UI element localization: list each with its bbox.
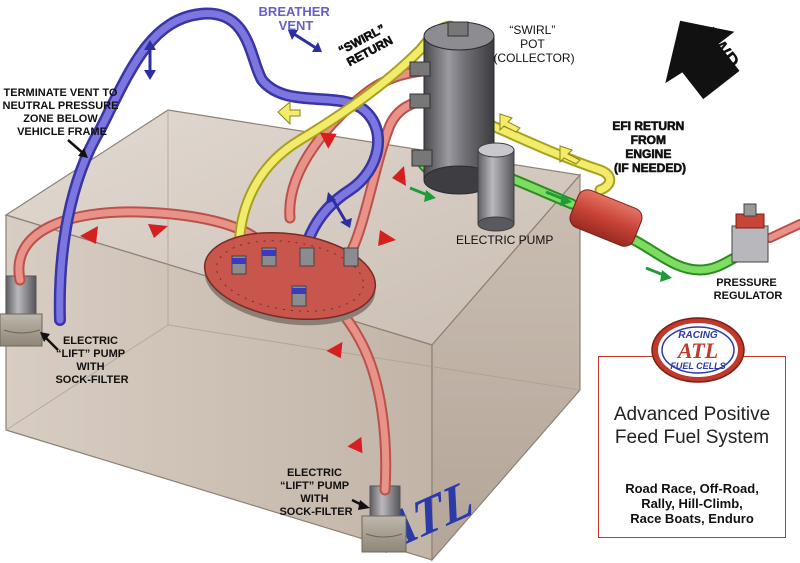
pressure-regulator-label: PRESSURE REGULATOR — [714, 277, 783, 302]
electric-pump — [477, 142, 515, 232]
lift-pump-left-label: ELECTRIC “LIFT” PUMP WITH SOCK-FILTER — [55, 335, 128, 386]
pressure-regulator — [731, 203, 769, 263]
lift-pump-left — [0, 275, 43, 347]
info-title: Advanced Positive Feed Fuel System — [613, 404, 771, 448]
lift-pump-right-label: ELECTRIC “LIFT” PUMP WITH SOCK-FILTER — [279, 467, 352, 518]
flow-arrows-yellow — [277, 100, 581, 165]
swirl-return-label: “SWIRL” RETURN — [336, 20, 397, 70]
info-uses: Road Race, Off-Road, Rally, Hill-Climb, … — [625, 481, 759, 526]
flow-arrows-green — [409, 186, 672, 282]
flow-arrows-red — [80, 132, 406, 454]
breather-vent-line — [53, 7, 384, 326]
swirl-pot-label: “SWIRL” POT (COLLECTOR) — [493, 23, 574, 65]
inline-filter — [569, 189, 643, 247]
badge-line1: RACING — [678, 330, 718, 341]
badge-line3: FUEL CELLS — [670, 361, 725, 371]
racing-atl-badge: RACING ATL FUEL CELLS — [651, 317, 745, 383]
electric-pump-label: ELECTRIC PUMP — [456, 233, 553, 247]
swirl-pot — [409, 21, 495, 195]
terminate-vent-label: TERMINATE VENT TO NEUTRAL PRESSURE ZONE … — [3, 87, 122, 138]
flow-arrows-blue — [144, 30, 352, 228]
tank-top-plate — [203, 231, 377, 326]
info-panel: Advanced Positive Feed Fuel System Road … — [598, 356, 786, 538]
callout-pointers — [40, 139, 370, 510]
breather-vent-label: BREATHER VENT — [259, 4, 334, 33]
badge-line2: ATL — [676, 338, 718, 363]
efi-return-label: EFI RETURN FROM ENGINE (IF NEEDED) — [612, 119, 687, 175]
fwd-arrow: FWD — [665, 20, 743, 100]
